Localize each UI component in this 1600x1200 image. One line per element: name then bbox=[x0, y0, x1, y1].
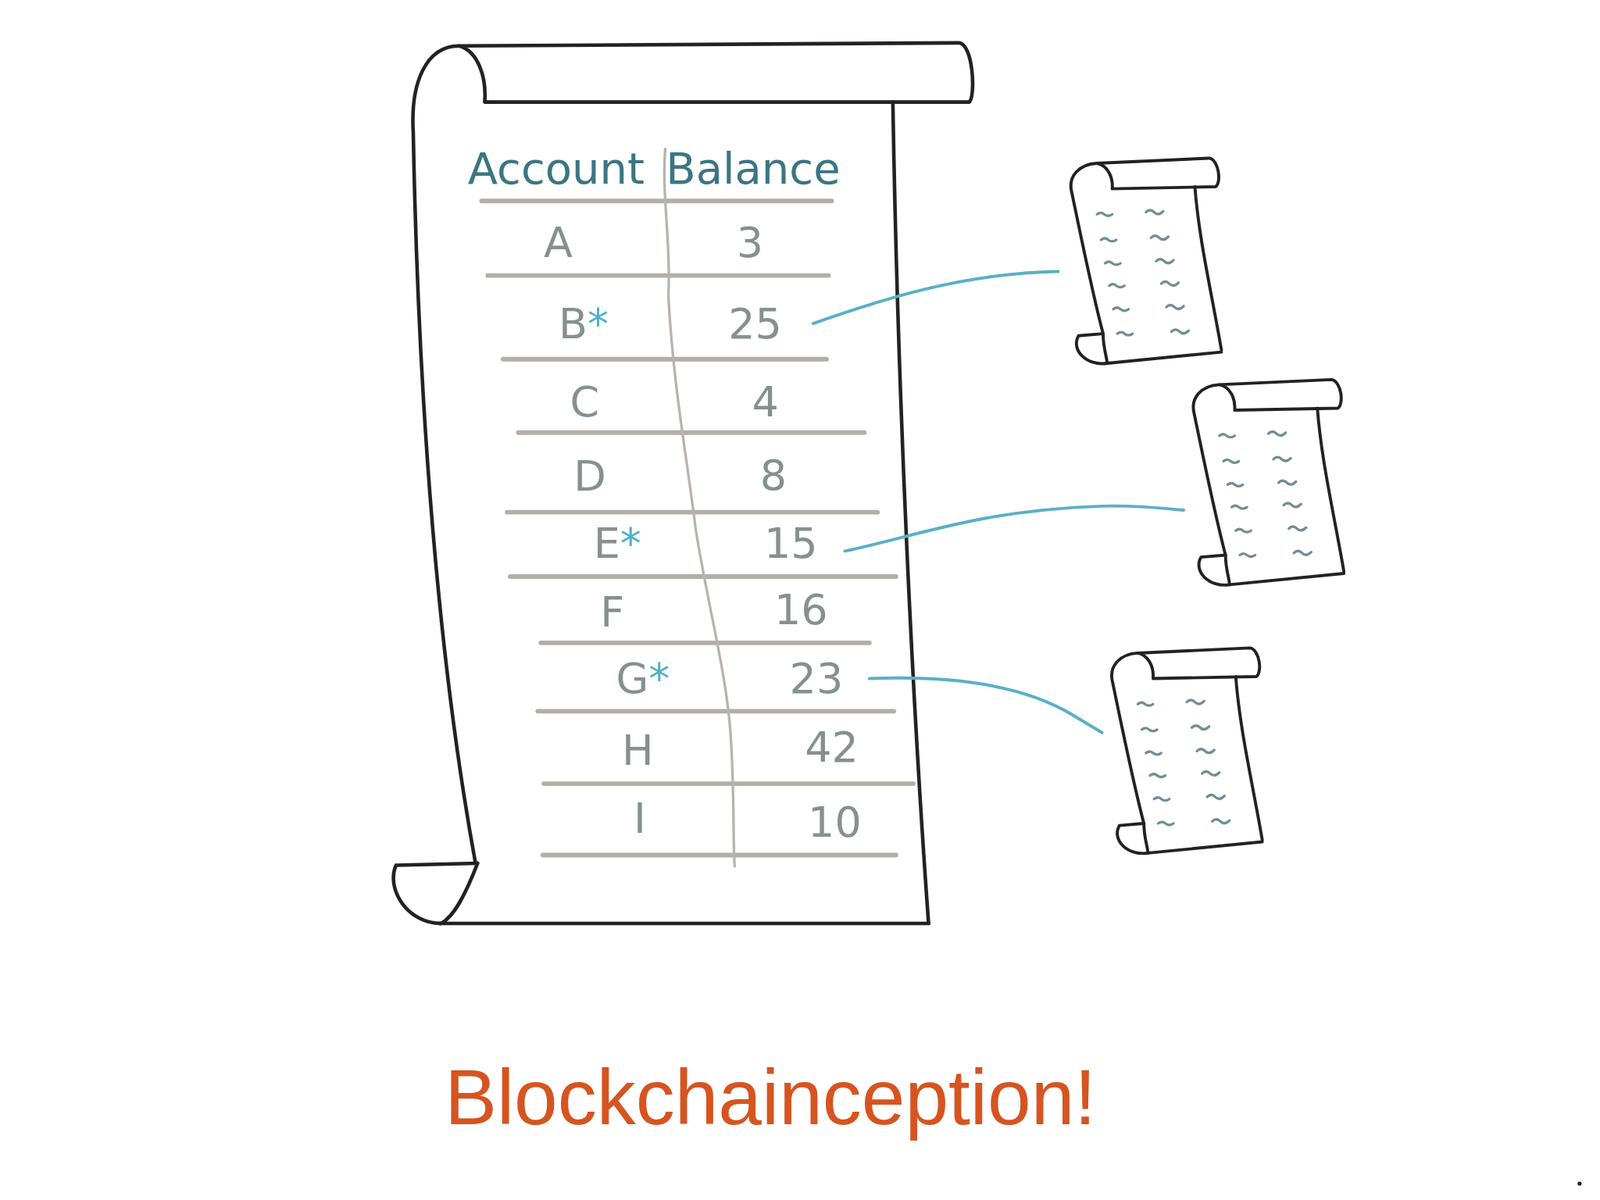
asterisk: * bbox=[620, 518, 642, 568]
balance-value: 4 bbox=[751, 381, 779, 424]
account-name: G* bbox=[615, 657, 670, 700]
table-header: Balance bbox=[665, 146, 840, 191]
balance-value: 8 bbox=[760, 454, 787, 497]
asterisk: * bbox=[587, 299, 609, 349]
account-name: C bbox=[570, 381, 600, 424]
table-header: Account bbox=[467, 146, 645, 191]
big-scroll bbox=[393, 42, 973, 924]
balance-value: 10 bbox=[807, 801, 862, 844]
balance-value: 15 bbox=[764, 522, 818, 565]
small-scroll bbox=[1071, 157, 1222, 364]
leader-lines bbox=[813, 271, 1184, 733]
column-divider bbox=[664, 147, 735, 868]
account-name: H bbox=[621, 729, 654, 772]
balance-value: 23 bbox=[789, 657, 844, 700]
small-scroll bbox=[1111, 647, 1263, 854]
account-name: F bbox=[600, 591, 625, 634]
small-scroll bbox=[1192, 379, 1344, 586]
account-name: D bbox=[573, 455, 607, 498]
balance-value: 3 bbox=[736, 221, 764, 265]
caption: Blockchainception! bbox=[444, 1057, 1097, 1136]
asterisk: * bbox=[648, 653, 670, 704]
account-name: I bbox=[633, 797, 647, 840]
account-name: A bbox=[543, 221, 573, 265]
dot bbox=[1577, 1181, 1582, 1186]
account-name: E* bbox=[593, 522, 642, 565]
balance-value: 25 bbox=[728, 303, 783, 346]
table-rules bbox=[481, 200, 913, 855]
balance-value: 16 bbox=[774, 589, 829, 632]
account-name: B* bbox=[558, 303, 609, 346]
balance-value: 42 bbox=[804, 726, 859, 769]
